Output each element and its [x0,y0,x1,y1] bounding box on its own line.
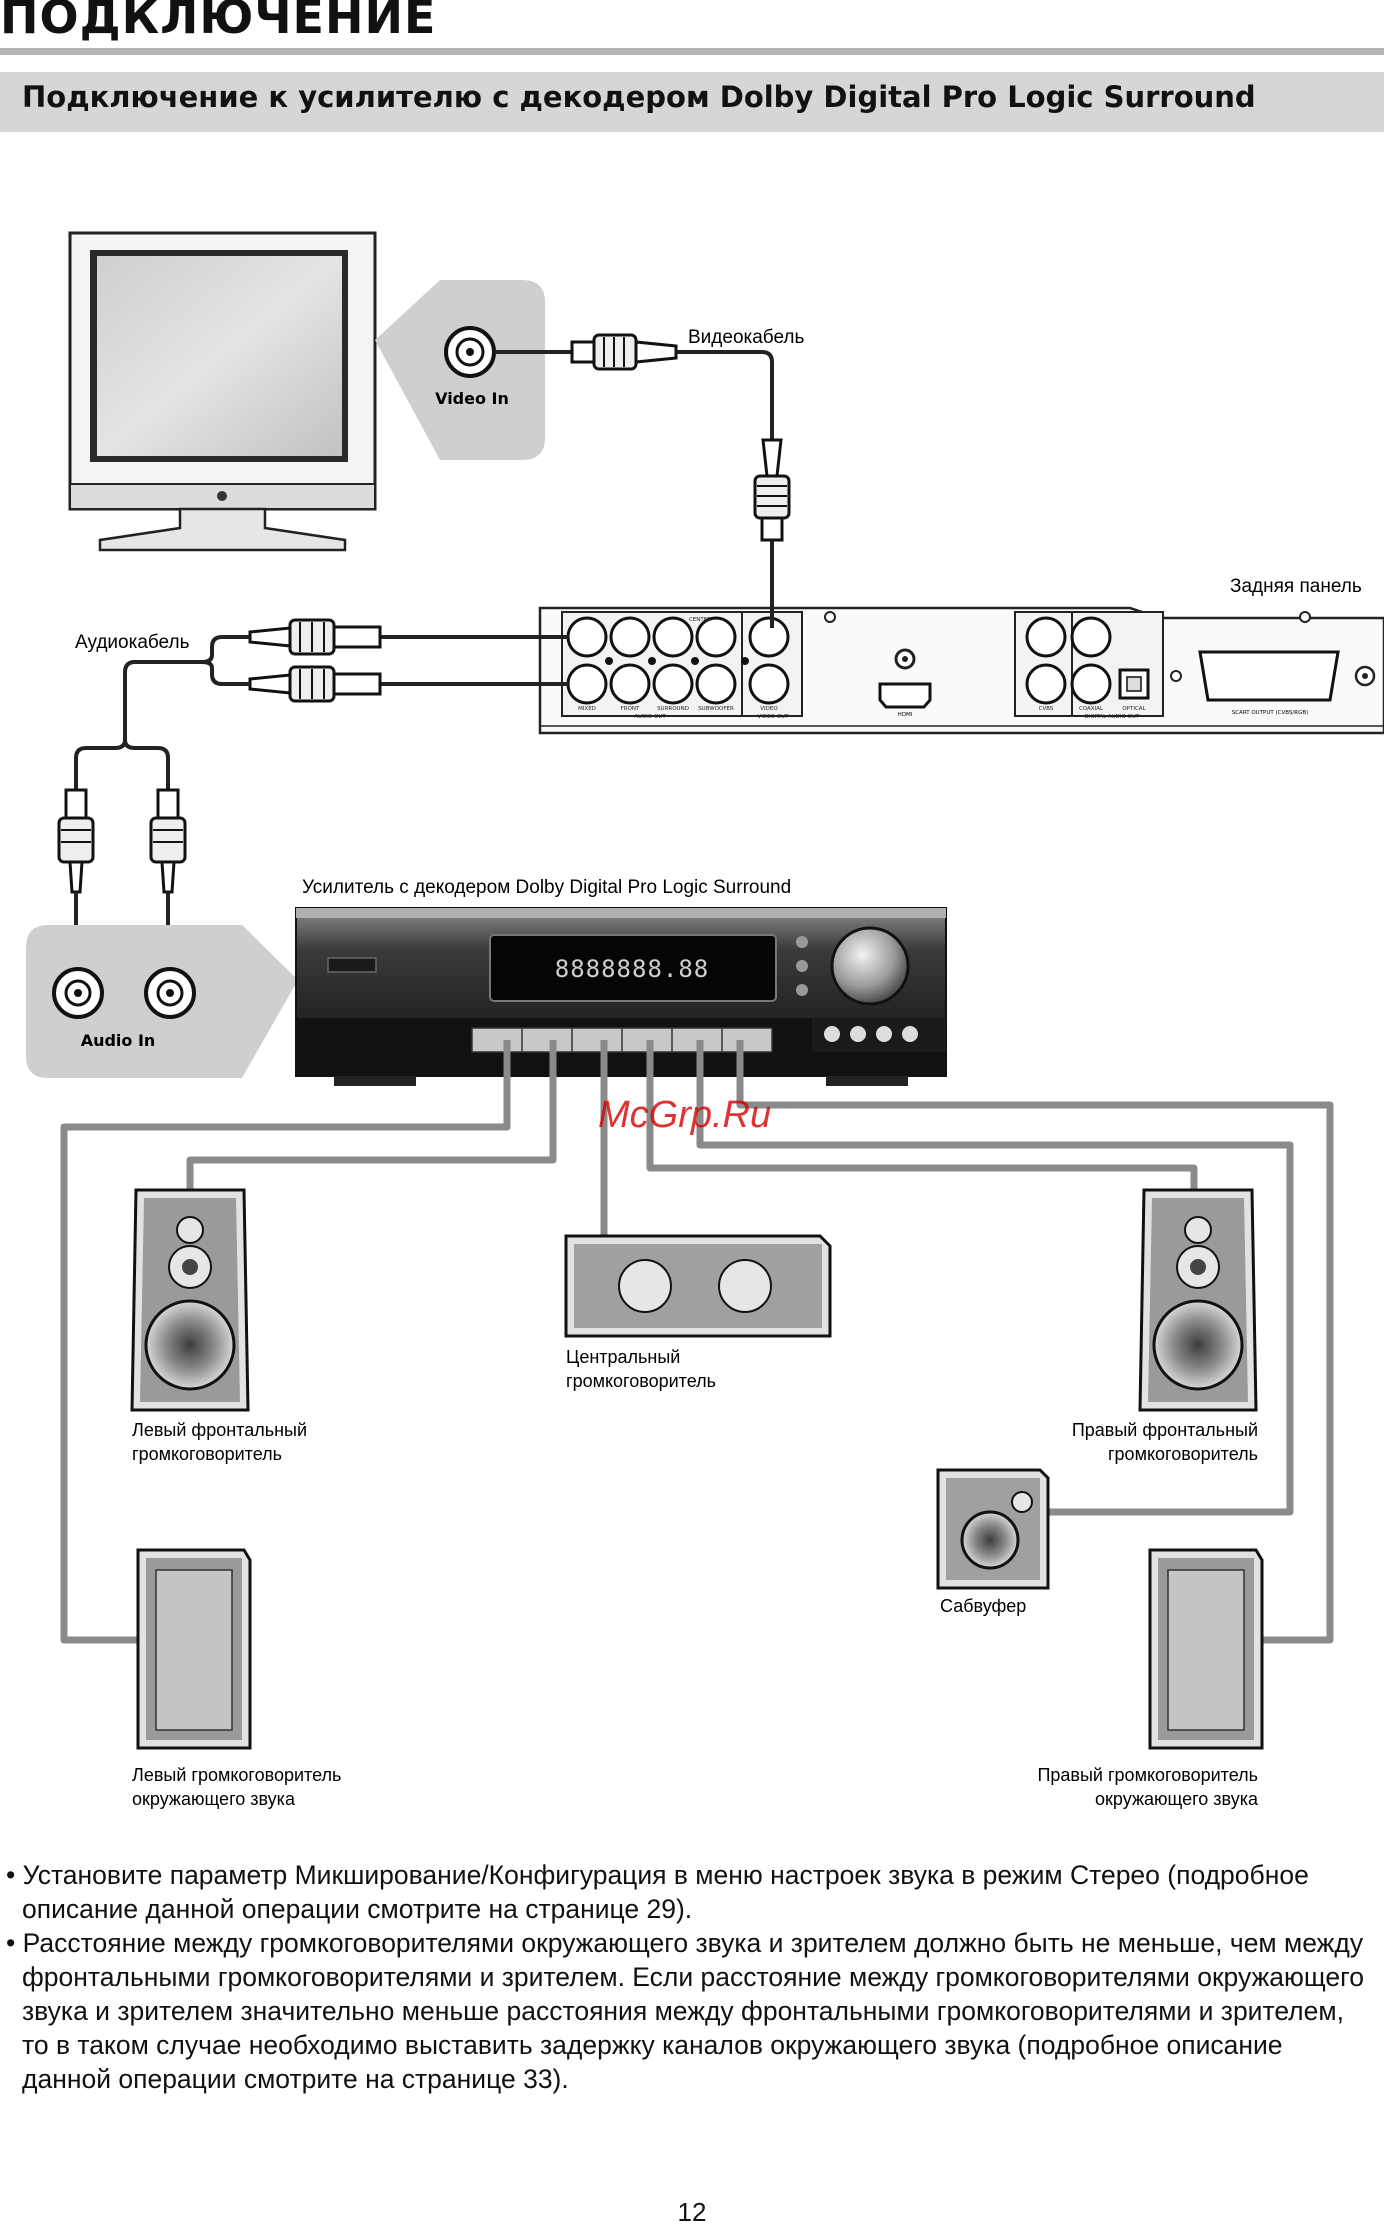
panel-label-coaxial: COAXIAL [1079,706,1104,712]
center-label-line1: Центральный [566,1347,680,1367]
section-subtitle: Подключение к усилителю с декодером Dolb… [22,80,1256,114]
scart-port [1198,650,1340,702]
panel-label-audio-out: AUDIO OUT [634,714,666,720]
speaker-wires [60,1040,1334,1644]
panel-label-center: CENTER [689,617,711,623]
right-front-label-line2: громкоговоритель [1108,1444,1258,1464]
subtitle-bar [0,72,1384,132]
left-surround-speaker [136,1548,252,1750]
audio-in-label: Audio In [81,1031,156,1050]
panel-label-optical: OPTICAL [1122,706,1146,712]
audio-cable-label: Аудиокабель [75,632,190,653]
panel-label-digital-audio-out: DIGITAL AUDIO OUT [1085,714,1140,720]
tv-icon [68,231,377,552]
amplifier-display: 8888888.88 [555,955,710,983]
amplifier-label: Усилитель с декодером Dolby Digital Pro … [302,877,791,898]
video-cable-label: Видеокабель [688,327,804,348]
note-item: • Установите параметр Микширование/Конфи… [6,1860,1309,1924]
video-in-label: Video In [435,389,509,408]
panel-label-subwoofer: SUBWOOFER [698,706,734,712]
panel-label-video: VIDEO [760,706,778,712]
left-front-label-line1: Левый фронтальный [132,1420,307,1440]
watermark: McGrp.Ru [598,1094,771,1136]
amplifier-icon: 8888888.88 [295,907,947,1086]
right-front-label-line1: Правый фронтальный [1072,1420,1258,1440]
audio-cable [57,618,568,985]
left-surround-label-line2: окружающего звука [132,1789,296,1809]
subwoofer-speaker [936,1468,1050,1590]
panel-label-video-out: VIDEO OUT [758,714,790,720]
video-cable [494,333,791,628]
panel-label-front: FRONT [621,706,640,712]
panel-label-surround: SURROUND [657,706,689,712]
center-label-line2: громкоговоритель [566,1371,716,1391]
video-in-callout: Video In [375,280,545,460]
connection-diagram: Video In MIXED FRONT SURROUND SUBWOOFER … [26,231,1384,1809]
right-front-speaker [1138,1188,1258,1412]
audio-in-callout: Audio In [26,925,298,1078]
title-rule [0,48,1384,55]
center-speaker [564,1234,832,1338]
right-surround-speaker [1148,1548,1264,1750]
right-surround-label-line1: Правый громкоговоритель [1037,1765,1258,1785]
notes-list: • Установите параметр Микширование/Конфи… [6,1858,1376,2096]
page-number: 12 [677,2197,707,2227]
panel-label-hdmi: HDMI [898,712,913,718]
left-front-label-line2: громкоговоритель [132,1444,282,1464]
panel-label-cvbs: CVBS [1039,706,1054,712]
hdmi-port [878,682,932,709]
panel-label-scart: SCART OUTPUT (CVBS/RGB) [1232,710,1309,716]
left-front-speaker [130,1188,250,1412]
dvd-rear-panel: MIXED FRONT SURROUND SUBWOOFER CENTER AU… [538,606,1384,735]
rear-panel-label: Задняя панель [1230,576,1362,597]
subwoofer-label: Сабвуфер [940,1596,1026,1616]
left-surround-label-line1: Левый громкоговоритель [132,1765,341,1785]
right-surround-label-line2: окружающего звука [1095,1789,1259,1809]
page-title: ПОДКЛЮЧЕНИЕ [0,0,437,44]
panel-label-mixed: MIXED [578,706,596,712]
note-item: • Расстояние между громкоговорителями ок… [6,1928,1364,2094]
